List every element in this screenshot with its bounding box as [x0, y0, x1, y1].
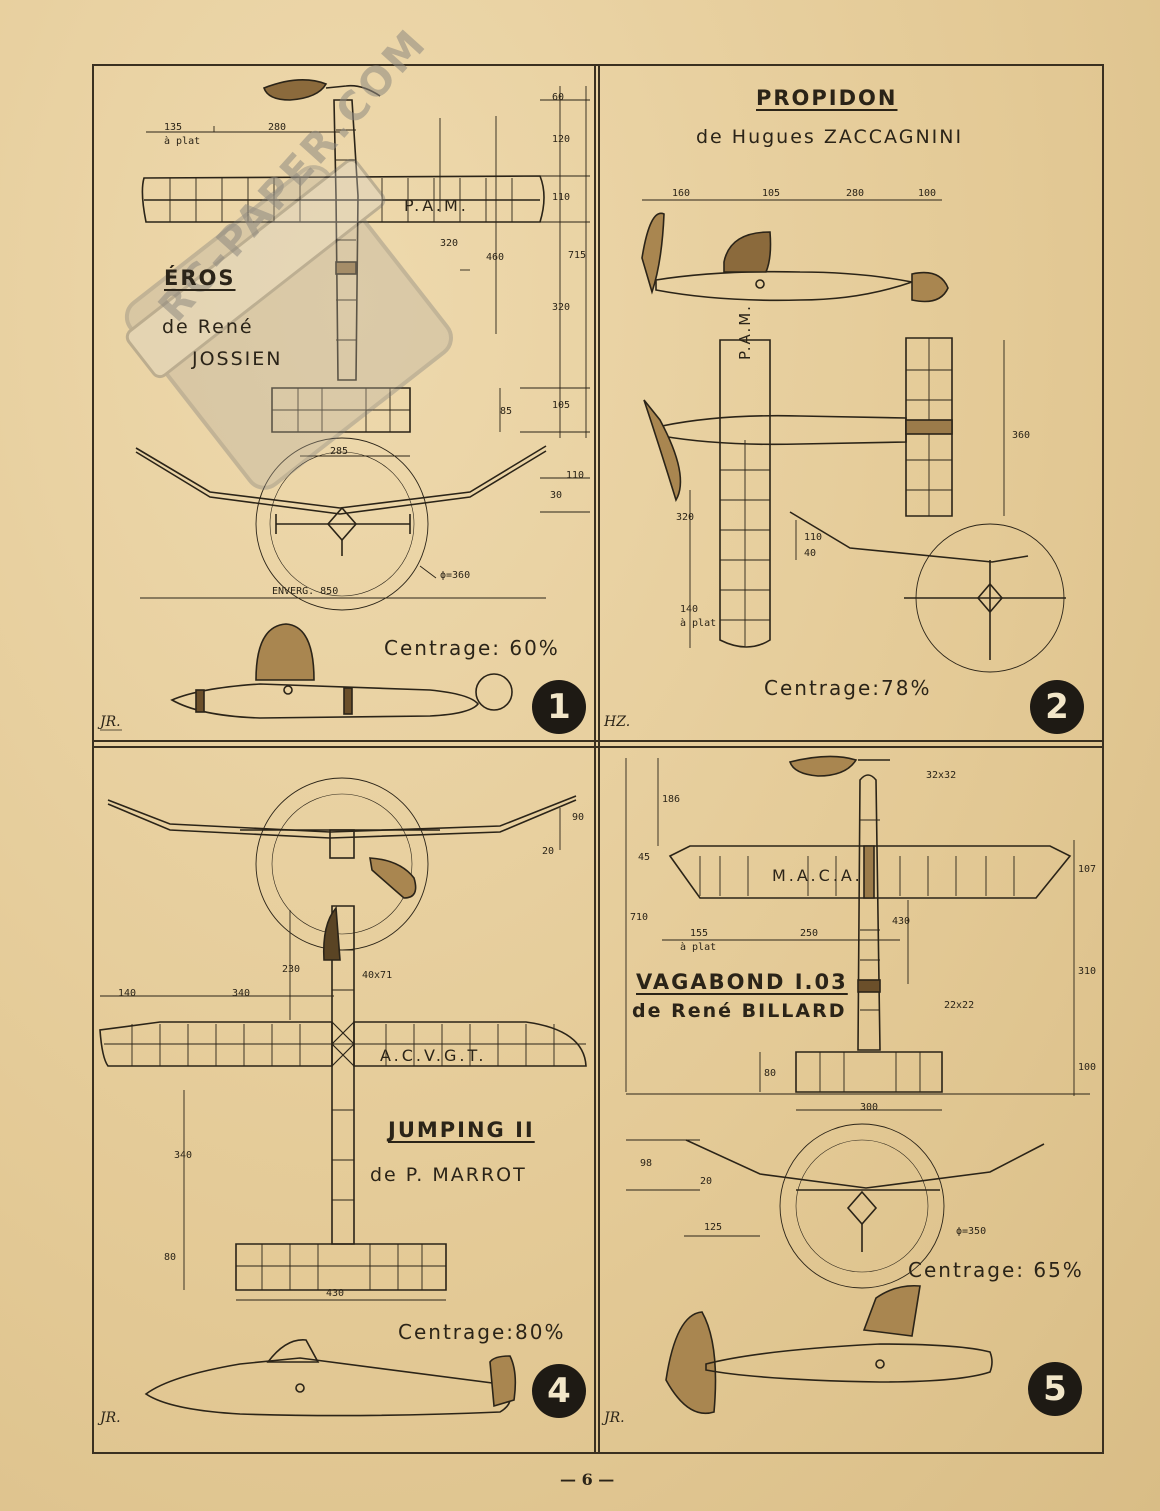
vagabond-dim-15: 20 [700, 1176, 713, 1187]
eros-dim-6: 320 [440, 238, 459, 249]
panel-number-badge-4: 4 [532, 1364, 586, 1418]
propidon-wing-label: P.A.M. [736, 304, 754, 360]
vagabond-side-view [665, 1284, 993, 1414]
vagabond-dim-7: à plat [680, 942, 717, 953]
propidon-front-view [789, 511, 1066, 673]
eros-dim-13: 110 [566, 470, 585, 481]
panel-number-badge-1: 1 [532, 680, 586, 734]
propidon-dim-1: 105 [762, 188, 781, 199]
jumping-dim-6: 340 [174, 1150, 193, 1161]
vagabond-front-view [626, 1123, 1045, 1289]
propidon-author: de Hugues ZACCAGNINI [696, 126, 964, 148]
propidon-centrage: Centrage:78% [764, 676, 932, 700]
vagabond-top-view [625, 755, 1090, 1111]
eros-dim-3: 280 [268, 122, 287, 133]
eros-dim-8: 715 [568, 250, 587, 261]
vagabond-dim-12: 100 [1078, 1062, 1097, 1073]
vagabond-dim-16: 125 [704, 1222, 723, 1233]
propidon-dim-9: à plat [680, 618, 717, 629]
eros-dim-2: à plat [164, 136, 201, 147]
vagabond-dim-10: 22x22 [944, 1000, 975, 1011]
eros-dim-5: 110 [552, 192, 571, 203]
propidon-dim-2: 280 [846, 188, 865, 199]
vagabond-dim-13: 300 [860, 1102, 879, 1113]
jumping-author: de P. MARROT [370, 1164, 527, 1186]
jumping-dim-4: 140 [118, 988, 137, 999]
propidon-dim-3: 100 [918, 188, 937, 199]
eros-signature: JR. [100, 714, 121, 730]
eros-dim-0: 60 [552, 92, 565, 103]
propidon-signature: HZ. [604, 714, 631, 730]
vagabond-dim-11: 80 [764, 1068, 777, 1079]
eros-dim-14: 30 [550, 490, 563, 501]
eros-dim-15: ϕ=360 [440, 570, 471, 581]
eros-dim-10: 85 [500, 406, 513, 417]
vagabond-dim-4: 710 [630, 912, 649, 923]
vagabond-dim-14: 98 [640, 1158, 653, 1169]
eros-side-view [170, 623, 513, 719]
eros-dim-1: 135 [164, 122, 183, 133]
vagabond-dim-2: 45 [638, 852, 651, 863]
vagabond-centrage: Centrage: 65% [908, 1258, 1084, 1282]
eros-dim-9: 320 [552, 302, 571, 313]
propidon-dim-5: 320 [676, 512, 695, 523]
jumping-front-view [107, 777, 577, 951]
panel-number-badge-2: 2 [1030, 680, 1084, 734]
vagabond-dim-17: ϕ=350 [956, 1226, 987, 1237]
vertical-divider [594, 64, 600, 1452]
vagabond-wing-label: M.A.C.A. [772, 866, 863, 885]
propidon-dim-4: 360 [1012, 430, 1031, 441]
eros-dimension-lines [146, 86, 590, 457]
eros-top-view [141, 79, 545, 433]
jumping-side-view [144, 1339, 517, 1417]
vagabond-dim-9: 310 [1078, 966, 1097, 977]
vagabond-title: VAGABOND I.03 [636, 970, 848, 994]
eros-wing-label: P.A.M. [404, 196, 469, 215]
vagabond-dim-5: 430 [892, 916, 911, 927]
propidon-side-view [641, 199, 949, 303]
eros-dim-12: 285 [330, 446, 349, 457]
jumping-dim-8: 430 [326, 1288, 345, 1299]
jumping-dim-2: 230 [282, 964, 301, 975]
eros-dim-11: 105 [552, 400, 571, 411]
eros-centrage: Centrage: 60% [384, 636, 560, 660]
jumping-top-view [99, 808, 587, 1301]
eros-dim-16: ENVERG. 850 [272, 586, 339, 597]
panel-number-badge-5: 5 [1028, 1362, 1082, 1416]
eros-title: ÉROS [164, 266, 236, 290]
jumping-dim-3: 40x71 [362, 970, 393, 981]
propidon-top-view [643, 337, 1005, 648]
vagabond-dim-1: 32x32 [926, 770, 957, 781]
vagabond-dim-3: 107 [1078, 864, 1097, 875]
eros-front-view [135, 437, 590, 611]
vagabond-dim-0: 186 [662, 794, 681, 805]
propidon-dim-6: 110 [804, 532, 823, 543]
jumping-dim-7: 80 [164, 1252, 177, 1263]
horizontal-divider [92, 740, 1104, 748]
jumping-dim-5: 340 [232, 988, 251, 999]
jumping-title: JUMPING II [388, 1118, 535, 1142]
vagabond-dim-6: 155 [690, 928, 709, 939]
jumping-wing-label: A.C.V.G.T. [380, 1046, 487, 1065]
eros-author-line1: de René [162, 316, 254, 338]
jumping-dim-1: 20 [542, 846, 555, 857]
eros-dim-4: 120 [552, 134, 571, 145]
propidon-title: PROPIDON [756, 86, 898, 110]
jumping-dim-0: 90 [572, 812, 585, 823]
vagabond-author: de René BILLARD [632, 1000, 847, 1022]
eros-author-line2: JOSSIEN [192, 348, 283, 370]
propidon-dim-0: 160 [672, 188, 691, 199]
jumping-signature: JR. [100, 1410, 121, 1426]
propidon-dim-8: 140 [680, 604, 699, 615]
propidon-dim-7: 40 [804, 548, 817, 559]
page-number: — 6 — [560, 1470, 615, 1489]
vagabond-signature: JR. [604, 1410, 625, 1426]
vagabond-dim-8: 250 [800, 928, 819, 939]
jumping-centrage: Centrage:80% [398, 1320, 566, 1344]
eros-dim-7: 460 [486, 252, 505, 263]
watermark-stamp [124, 158, 453, 490]
